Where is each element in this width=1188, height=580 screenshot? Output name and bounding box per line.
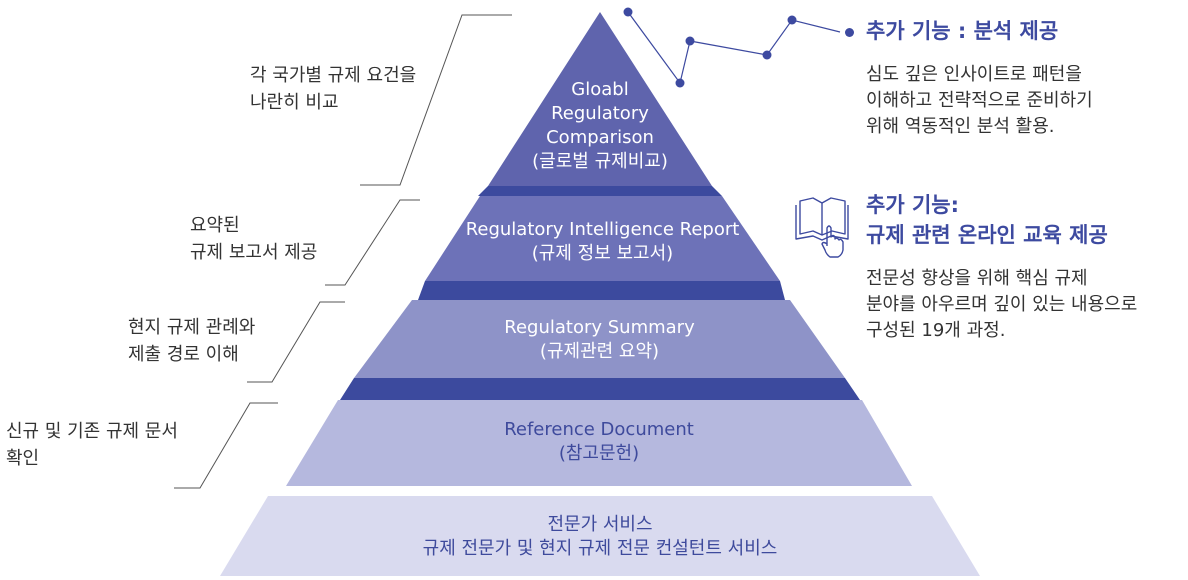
- tier3-line1: Regulatory Summary: [504, 317, 695, 338]
- bracket-line-1: [360, 14, 512, 186]
- education-desc-1: 전문성 향상을 위해 핵심 규제: [866, 268, 1088, 289]
- base-line2: 규제 전문가 및 현지 규제 전문 컨설턴트 서비스: [422, 538, 778, 559]
- analysis-desc-1: 심도 깊은 인사이트로 패턴을: [866, 64, 1082, 85]
- analysis-feature-desc: 심도 깊은 인사이트로 패턴을 이해하고 전략적으로 준비하기 위해 역동적인 …: [866, 62, 1093, 140]
- tier1-line4: (글로벌 규제비교): [532, 151, 668, 172]
- left-note-1-line2: 나란히 비교: [250, 92, 339, 113]
- left-note-3-line2: 제출 경로 이해: [128, 344, 239, 365]
- education-feature-desc: 전문성 향상을 위해 핵심 규제 분야를 아우르며 깊이 있는 내용으로 구성된…: [866, 266, 1137, 344]
- tier-shadow-3: [340, 378, 860, 400]
- education-desc-2: 분야를 아우르며 깊이 있는 내용으로: [866, 294, 1138, 315]
- tier-label-global-comparison: Gloabl Regulatory Comparison (글로벌 규제비교): [488, 78, 712, 174]
- left-note-comparison: 각 국가별 규제 요건을 나란히 비교: [250, 62, 416, 116]
- pyramid-tier-global-comparison: [488, 12, 712, 186]
- tier1-line3: Comparison: [546, 127, 654, 148]
- education-feature-title: 추가 기능: 규제 관련 온라인 교육 제공: [866, 190, 1108, 250]
- pyramid-tier-regulatory-summary: [354, 300, 845, 378]
- left-note-4-line1: 신규 및 기존 규제 문서: [6, 421, 178, 442]
- book-touch-icon: [795, 197, 849, 258]
- analysis-feature-title: 추가 기능 : 분석 제공: [866, 16, 1058, 46]
- tier-label-reference-document: Reference Document (참고문헌): [286, 418, 912, 466]
- pyramid-base-expert-service: [220, 496, 980, 576]
- left-note-3-line1: 현지 규제 관례와: [128, 317, 256, 338]
- base-label-expert-service: 전문가 서비스 규제 전문가 및 현지 규제 전문 컨설턴트 서비스: [220, 513, 980, 561]
- tier-label-regulatory-summary: Regulatory Summary (규제관련 요약): [354, 316, 845, 364]
- analysis-desc-3: 위해 역동적인 분석 활용.: [866, 116, 1055, 137]
- education-title-1: 추가 기능:: [866, 193, 959, 217]
- tier4-line1: Reference Document: [504, 419, 694, 440]
- left-note-report: 요약된 규제 보고서 제공: [190, 212, 317, 266]
- tier4-line2: (참고문헌): [558, 443, 640, 464]
- analysis-bullet-icon: [845, 28, 854, 37]
- pyramid-tier-reference-document: [286, 400, 912, 486]
- tier-shadow-1: [478, 186, 722, 196]
- left-note-reference: 신규 및 기존 규제 문서 확인: [6, 418, 178, 472]
- pyramid-tier-intelligence-report: [425, 196, 780, 281]
- base-line1: 전문가 서비스: [547, 514, 653, 535]
- tier1-line2: Regulatory: [551, 103, 649, 124]
- left-note-2-line2: 규제 보고서 제공: [190, 242, 318, 263]
- line-chart-icon: [623, 7, 841, 88]
- left-note-summary: 현지 규제 관례와 제출 경로 이해: [128, 314, 255, 368]
- bracket-line-4: [174, 402, 278, 489]
- left-note-4-line2: 확인: [6, 448, 40, 469]
- education-desc-3: 구성된 19개 과정.: [866, 320, 1006, 341]
- left-note-2-line1: 요약된: [190, 215, 240, 236]
- tier-shadow-2: [418, 281, 785, 300]
- tier-label-intelligence-report: Regulatory Intelligence Report (규제 정보 보고…: [425, 218, 780, 266]
- left-note-1-line1: 각 국가별 규제 요건을: [250, 65, 417, 86]
- tier3-line2: (규제관련 요약): [539, 341, 660, 362]
- bracket-line-3: [247, 301, 345, 383]
- education-title-2: 규제 관련 온라인 교육 제공: [866, 223, 1108, 247]
- tier2-line1: Regulatory Intelligence Report: [465, 219, 740, 240]
- analysis-desc-2: 이해하고 전략적으로 준비하기: [866, 90, 1093, 111]
- tier1-line1: Gloabl: [571, 79, 629, 100]
- analysis-title: 추가 기능 : 분석 제공: [866, 19, 1059, 43]
- tier2-line2: (규제 정보 보고서): [531, 243, 674, 264]
- bracket-line-2: [325, 199, 420, 286]
